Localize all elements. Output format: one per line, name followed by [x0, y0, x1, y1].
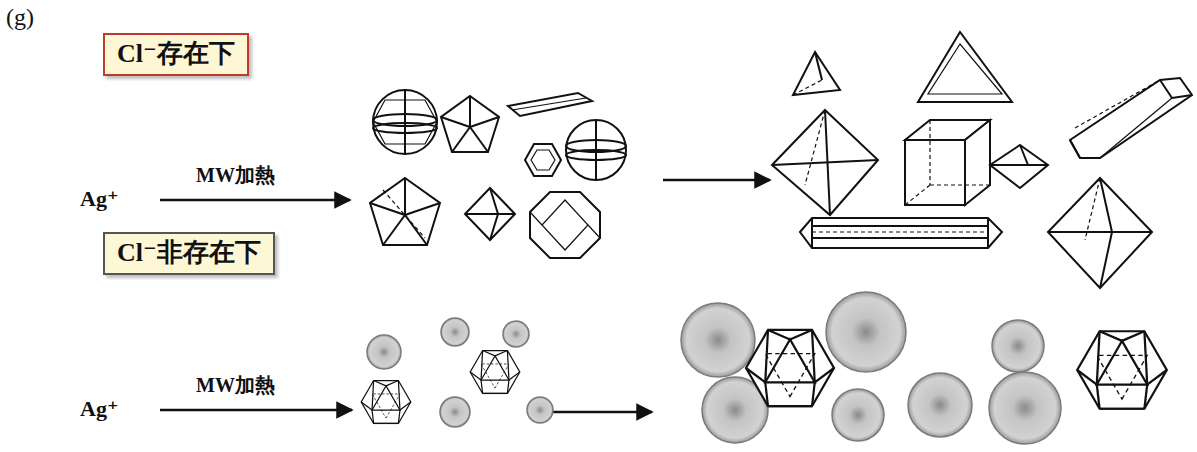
reactant-label: Ag⁺	[80, 185, 119, 212]
panel-label: (g)	[6, 4, 34, 31]
grown-crystals	[772, 32, 1192, 288]
condition-box: Cl⁻非存在下	[103, 232, 275, 275]
seed-particles	[361, 318, 553, 427]
reaction-arrows	[160, 180, 770, 412]
condition-text: Cl⁻非存在下	[117, 237, 261, 270]
grown-particles	[681, 292, 1167, 444]
condition-label: MW加熱	[196, 162, 275, 189]
seed-crystals	[370, 90, 626, 258]
condition-text: Cl⁻存在下	[117, 38, 235, 71]
condition-label: MW加熱	[196, 372, 275, 399]
reactant-label: Ag⁺	[80, 395, 119, 422]
condition-box: Cl⁻存在下	[103, 33, 249, 76]
